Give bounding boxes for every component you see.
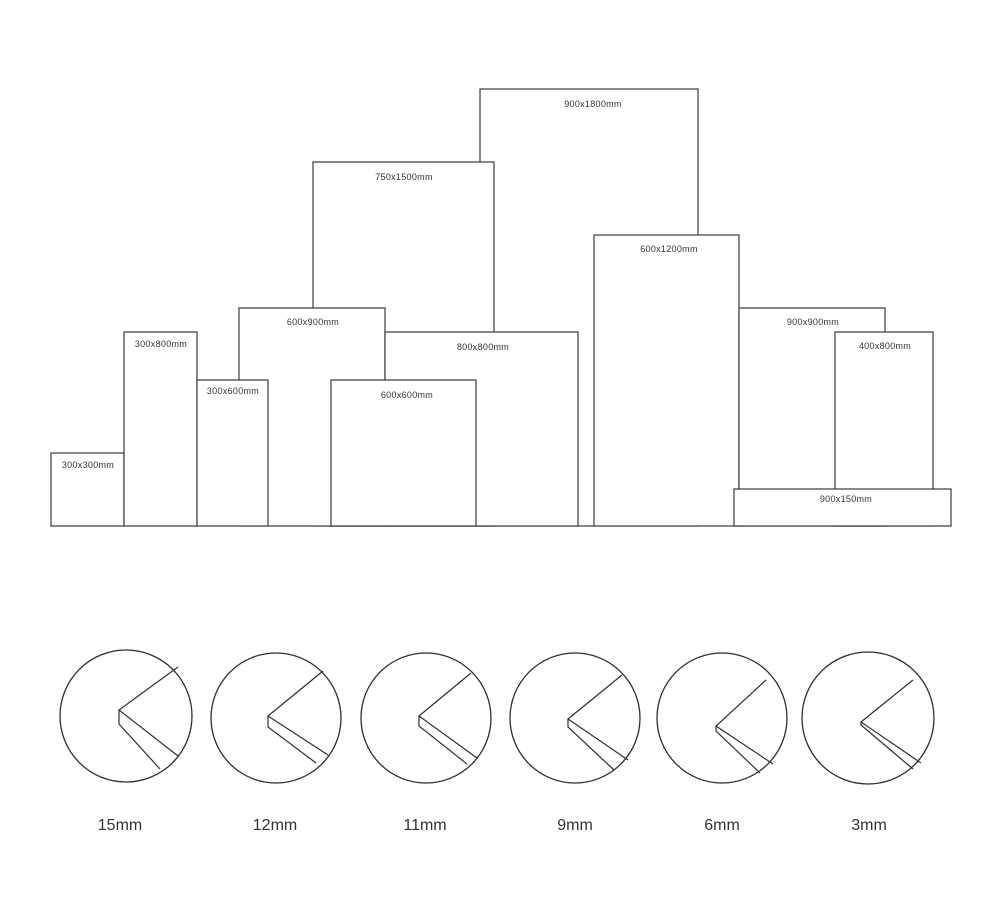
thickness-circle-12mm — [210, 652, 342, 784]
edge-profile-inner-6mm — [715, 726, 761, 774]
thickness-label-6mm: 6mm — [704, 817, 740, 834]
thickness-sample-3mm: 3mm — [801, 651, 935, 834]
thickness-sample-9mm: 9mm — [509, 652, 641, 834]
edge-profile-inner-12mm — [267, 716, 317, 764]
tile-300x300 — [50, 452, 125, 527]
thickness-sample-11mm: 11mm — [360, 652, 492, 834]
edge-profile-inner-9mm — [567, 719, 615, 771]
thickness-label-3mm: 3mm — [851, 817, 887, 834]
thickness-label-11mm: 11mm — [403, 817, 446, 834]
tile-600x600 — [330, 379, 477, 527]
tile-label-300x300: 300x300mm — [62, 460, 114, 470]
tile-label-800x800: 800x800mm — [457, 342, 509, 352]
tile-label-400x800: 400x800mm — [859, 341, 911, 351]
tile-900x150 — [733, 488, 952, 527]
thickness-sample-15mm: 15mm — [59, 649, 193, 834]
tile-300x600 — [196, 379, 269, 527]
tile-label-600x600: 600x600mm — [381, 390, 433, 400]
thickness-label-9mm: 9mm — [557, 817, 593, 834]
thickness-circle-11mm — [360, 652, 492, 784]
thickness-sample-12mm: 12mm — [210, 652, 342, 834]
edge-profile-inner-15mm — [118, 710, 161, 770]
tile-label-600x900: 600x900mm — [287, 317, 339, 327]
thickness-circle-3mm — [801, 651, 935, 785]
tile-label-900x1800: 900x1800mm — [564, 99, 622, 109]
thickness-label-15mm: 15mm — [98, 817, 142, 834]
thickness-label-12mm: 12mm — [253, 817, 297, 834]
thickness-sample-6mm: 6mm — [656, 652, 788, 834]
tile-label-300x800: 300x800mm — [135, 339, 187, 349]
thickness-circle-6mm — [656, 652, 788, 784]
tile-label-750x1500: 750x1500mm — [375, 172, 433, 182]
thickness-circle-9mm — [509, 652, 641, 784]
tile-label-300x600: 300x600mm — [207, 386, 259, 396]
tile-label-900x900: 900x900mm — [787, 317, 839, 327]
edge-profile-inner-11mm — [418, 716, 468, 765]
tile-label-900x150: 900x150mm — [820, 494, 872, 504]
tile-300x800 — [123, 331, 198, 527]
tile-600x1200 — [593, 234, 740, 527]
edge-profile-inner-3mm — [860, 722, 914, 770]
tile-label-600x1200: 600x1200mm — [640, 244, 698, 254]
thickness-samples-group: 15mm 12mm 11mm 9mm 6mm — [59, 649, 935, 834]
tile-sizes-group: 900x1800mm 750x1500mm 600x900mm 800x800m… — [50, 88, 952, 527]
